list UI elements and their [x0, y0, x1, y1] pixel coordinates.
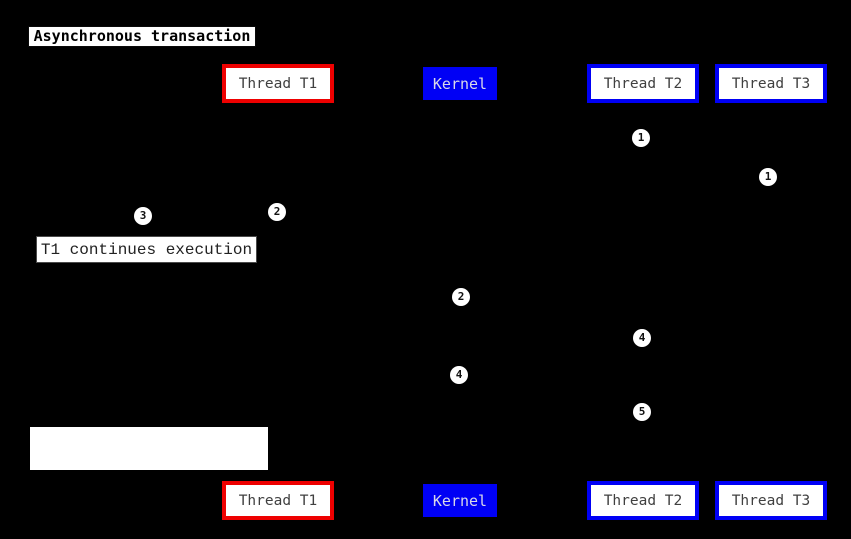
lifeline-head-thread-t1-top: Thread T1: [222, 64, 334, 103]
note-t1-continues-execution: T1 continues execution: [36, 236, 257, 263]
lifeline-head-label: Thread T3: [731, 492, 811, 509]
diagram-title: Asynchronous transaction: [28, 26, 256, 47]
lifeline-head-thread-t3-top: Thread T3: [715, 64, 827, 103]
lifeline-head-thread-t3-bottom: Thread T3: [715, 481, 827, 520]
marker-4-thread-t2: 4: [633, 329, 651, 347]
lifeline-head-label: Thread T3: [731, 75, 811, 92]
marker-4-kernel: 4: [450, 366, 468, 384]
lifeline-head-label: Kernel: [432, 491, 488, 510]
lifeline-head-label: Thread T2: [603, 75, 683, 92]
lifeline-head-label: Thread T2: [603, 492, 683, 509]
lifeline-head-label: Thread T1: [238, 492, 318, 509]
lifeline-head-thread-t2-top: Thread T2: [587, 64, 699, 103]
lifeline-head-thread-t2-bottom: Thread T2: [587, 481, 699, 520]
blank-note-box: [30, 427, 268, 470]
lifeline-head-kernel-top: Kernel: [423, 67, 497, 100]
marker-3-note: 3: [134, 207, 152, 225]
lifeline-head-thread-t1-bottom: Thread T1: [222, 481, 334, 520]
lifeline-head-label: Kernel: [432, 74, 488, 93]
lifeline-head-label: Thread T1: [238, 75, 318, 92]
marker-5-thread-t2: 5: [633, 403, 651, 421]
lifeline-head-kernel-bottom: Kernel: [423, 484, 497, 517]
marker-2-kernel: 2: [452, 288, 470, 306]
marker-1-thread-t2: 1: [632, 129, 650, 147]
marker-1-thread-t3: 1: [759, 168, 777, 186]
marker-2-thread-t1: 2: [268, 203, 286, 221]
